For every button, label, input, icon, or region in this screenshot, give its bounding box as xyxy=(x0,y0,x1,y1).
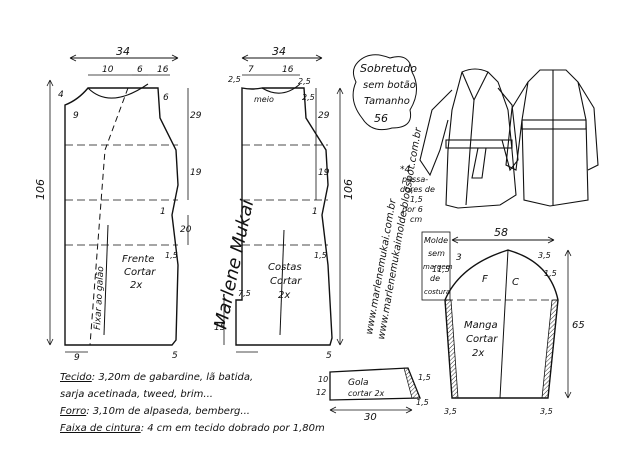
front-cut: Cortar xyxy=(124,267,156,278)
loops-l6: cm xyxy=(410,215,422,224)
loops-l5: por 6 xyxy=(401,205,423,214)
note-l3: margem xyxy=(423,263,453,271)
coat-back-illustration xyxy=(505,69,599,207)
front-neck-drop: 9 xyxy=(73,111,79,121)
front-top-right: 16 xyxy=(157,65,169,75)
back-top-b: 7 xyxy=(248,65,254,75)
back-count: 2x xyxy=(278,290,290,301)
front-right-f: 1,5 xyxy=(165,251,178,260)
front-right-d: 1 xyxy=(160,207,166,217)
front-fold-label: Fixar ao galão xyxy=(93,266,106,331)
collar-tab: 1,5 xyxy=(416,398,429,407)
loops-l3: dores de xyxy=(400,185,435,194)
collar-pattern-piece xyxy=(329,367,421,414)
note-row-4: Faixa de cintura: 4 cm em tecido dobrado… xyxy=(60,423,325,434)
back-width: 34 xyxy=(272,45,286,58)
sleeve-cut: Cortar xyxy=(466,334,498,345)
note-row-1: Tecido: 3,20m de gabardine, lã batida, xyxy=(60,372,253,383)
front-piece-name: Frente xyxy=(122,254,154,265)
note-row-2: sarja acetinada, tweed, brim... xyxy=(60,389,213,400)
back-pattern-piece xyxy=(223,54,344,353)
front-top-left: 10 xyxy=(102,65,114,75)
collar-name: Gola xyxy=(348,378,369,388)
sleeve-height: 65 xyxy=(572,320,585,331)
front-right-a: 6 xyxy=(163,93,169,103)
front-right-c: 19 xyxy=(190,168,202,178)
back-top-c: 16 xyxy=(282,65,294,75)
back-top-d: 2,5 xyxy=(298,77,311,86)
sleeve-label-f: F xyxy=(482,274,488,285)
collar-cut: cortar 2x xyxy=(348,389,385,398)
collar-width: 30 xyxy=(364,412,377,423)
note-l5: costura xyxy=(424,288,450,296)
note-label-4: Faixa de cintura xyxy=(60,423,141,434)
front-bottom-left: 9 xyxy=(74,353,80,363)
seam-allowance-note: Molde sem margem de costura xyxy=(421,231,453,301)
coat-front-illustration xyxy=(419,68,519,209)
title-line-3: Tamanho xyxy=(364,96,410,107)
back-vent-w: 7,5 xyxy=(238,289,251,298)
front-width: 34 xyxy=(116,45,130,58)
sleeve-pattern-piece xyxy=(444,236,572,399)
title-line-2: sem botão xyxy=(363,80,416,91)
front-neck-side: 4 xyxy=(58,90,64,100)
title-badge xyxy=(352,54,417,131)
back-right-c: 19 xyxy=(318,168,330,178)
sleeve-width: 58 xyxy=(494,226,508,239)
note-l2: sem xyxy=(428,249,445,258)
loops-l1: *4 xyxy=(400,165,411,175)
back-vent-h: 15 xyxy=(214,323,226,333)
back-top-a: 2,5 xyxy=(228,75,241,84)
back-right-b: 29 xyxy=(318,111,330,121)
note-label-3: Forro xyxy=(60,406,86,417)
signature: Marlene Mukai xyxy=(210,198,258,331)
note-l4: de xyxy=(430,274,440,283)
belt-loops-note: *4 passa- dores de 1,5 por 6 cm xyxy=(400,165,435,224)
title-line-1: Sobretudo xyxy=(360,62,417,75)
front-right-b: 29 xyxy=(190,111,202,121)
sleeve-left-b: 11,5 xyxy=(432,265,450,274)
front-height: 106 xyxy=(34,179,47,200)
sleeve-left-a: 3 xyxy=(456,253,462,263)
back-right-d: 1 xyxy=(312,207,318,217)
back-right-a: 2,5 xyxy=(302,93,315,102)
back-bottom: 5 xyxy=(326,351,332,361)
front-right-e: 20 xyxy=(180,225,192,235)
back-neck: meio xyxy=(254,95,274,104)
note-text-3: : 3,10m de alpaseda, bemberg... xyxy=(86,406,250,417)
front-pattern-piece xyxy=(46,54,189,353)
front-bottom-right: 5 xyxy=(172,351,178,361)
note-row-3: Forro: 3,10m de alpaseda, bemberg... xyxy=(60,406,250,417)
sleeve-right-a: 3,5 xyxy=(538,251,551,260)
fabric-notes: Tecido: 3,20m de gabardine, lã batida, s… xyxy=(60,372,325,434)
front-top-mid: 6 xyxy=(137,65,143,75)
note-text-1: : 3,20m de gabardine, lã batida, xyxy=(92,372,253,383)
note-l1: Molde xyxy=(424,236,448,245)
collar-h3: 1,5 xyxy=(418,373,431,382)
sleeve-piece-name: Manga xyxy=(464,320,498,331)
sleeve-bottom-left: 3,5 xyxy=(444,407,457,416)
collar-h1: 12 xyxy=(316,388,326,397)
sleeve-label-c: C xyxy=(512,277,519,288)
note-text-2: sarja acetinada, tweed, brim... xyxy=(60,389,213,400)
loops-l2: passa- xyxy=(401,175,428,184)
back-height: 106 xyxy=(342,179,355,200)
back-piece-name: Costas xyxy=(268,262,302,273)
sleeve-right-b: 1,5 xyxy=(544,269,557,278)
note-text-4: : 4 cm em tecido dobrado por 1,80m xyxy=(141,423,325,434)
collar-h2: 10 xyxy=(318,375,328,384)
loops-l4: 1,5 xyxy=(410,195,423,204)
sleeve-count: 2x xyxy=(472,348,484,359)
back-right-e: 1,5 xyxy=(314,251,327,260)
front-count: 2x xyxy=(130,280,142,291)
note-label-1: Tecido xyxy=(60,372,92,383)
sleeve-bottom-right: 3,5 xyxy=(540,407,553,416)
title-size: 56 xyxy=(374,112,388,125)
back-cut: Cortar xyxy=(270,276,302,287)
